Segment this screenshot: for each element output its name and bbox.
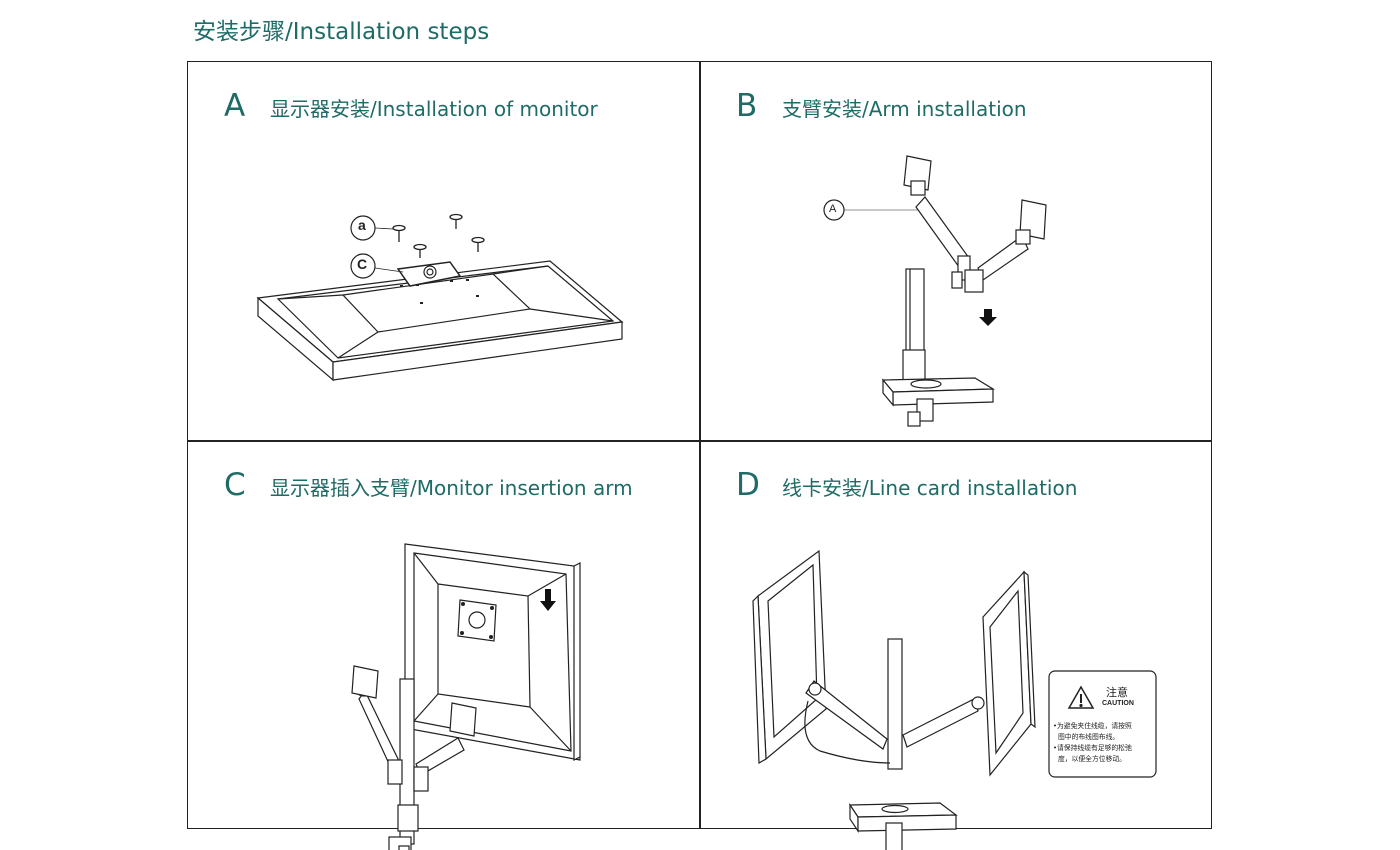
monitor-back-illustration: [256, 213, 624, 382]
step-a-header: A 显示器安装/Installation of monitor: [224, 88, 598, 124]
caution-line: 图中的布线图布线。: [1058, 733, 1120, 741]
arm-installation-illustration: [823, 155, 1047, 427]
divider-horizontal: [188, 440, 1211, 442]
callout-a-label: a: [358, 217, 366, 233]
caution-title-cn: 注意: [1106, 686, 1128, 699]
step-b-letter: B: [736, 88, 758, 124]
step-d-title: 线卡安装/Line card installation: [782, 476, 1078, 500]
callout-c-label: C: [357, 256, 368, 272]
step-d-panel: D 线卡安装/Line card installation: [700, 441, 1212, 850]
monitor-insertion-illustration: [351, 543, 581, 850]
caution-title-en: CAUTION: [1102, 700, 1134, 707]
step-b-panel: B 支臂安装/Arm installation: [700, 62, 1212, 440]
instruction-grid: A 显示器安装/Installation of monitor: [187, 61, 1212, 850]
page-title: 安装步骤/Installation steps: [193, 19, 490, 45]
step-a-letter: A: [224, 88, 246, 124]
step-c-header: C 显示器插入支臂/Monitor insertion arm: [224, 467, 633, 503]
step-a-title: 显示器安装/Installation of monitor: [270, 97, 598, 121]
step-c-title: 显示器插入支臂/Monitor insertion arm: [270, 476, 633, 500]
divider-vertical: [699, 62, 701, 828]
step-b-title: 支臂安装/Arm installation: [782, 97, 1027, 121]
line-card-illustration: [752, 549, 1157, 850]
caution-line: 度，以便全方位移动。: [1058, 755, 1126, 763]
step-c-panel: C 显示器插入支臂/Monitor insertion arm: [188, 441, 700, 850]
callout-a-label: A: [829, 203, 837, 215]
step-b-header: B 支臂安装/Arm installation: [736, 88, 1027, 124]
caution-line: •为避免夹住线缆，请按照: [1053, 722, 1132, 730]
step-d-header: D 线卡安装/Line card installation: [736, 467, 1077, 503]
caution-label: 注意 CAUTION •为避免夹住线缆，请按照 图中的布线图布线。 •请保持线缆…: [1049, 671, 1156, 777]
caution-line: •请保持线缆有足够的松弛: [1053, 744, 1132, 752]
step-c-letter: C: [224, 467, 246, 503]
step-d-letter: D: [736, 467, 760, 503]
step-a-panel: A 显示器安装/Installation of monitor: [188, 62, 700, 440]
